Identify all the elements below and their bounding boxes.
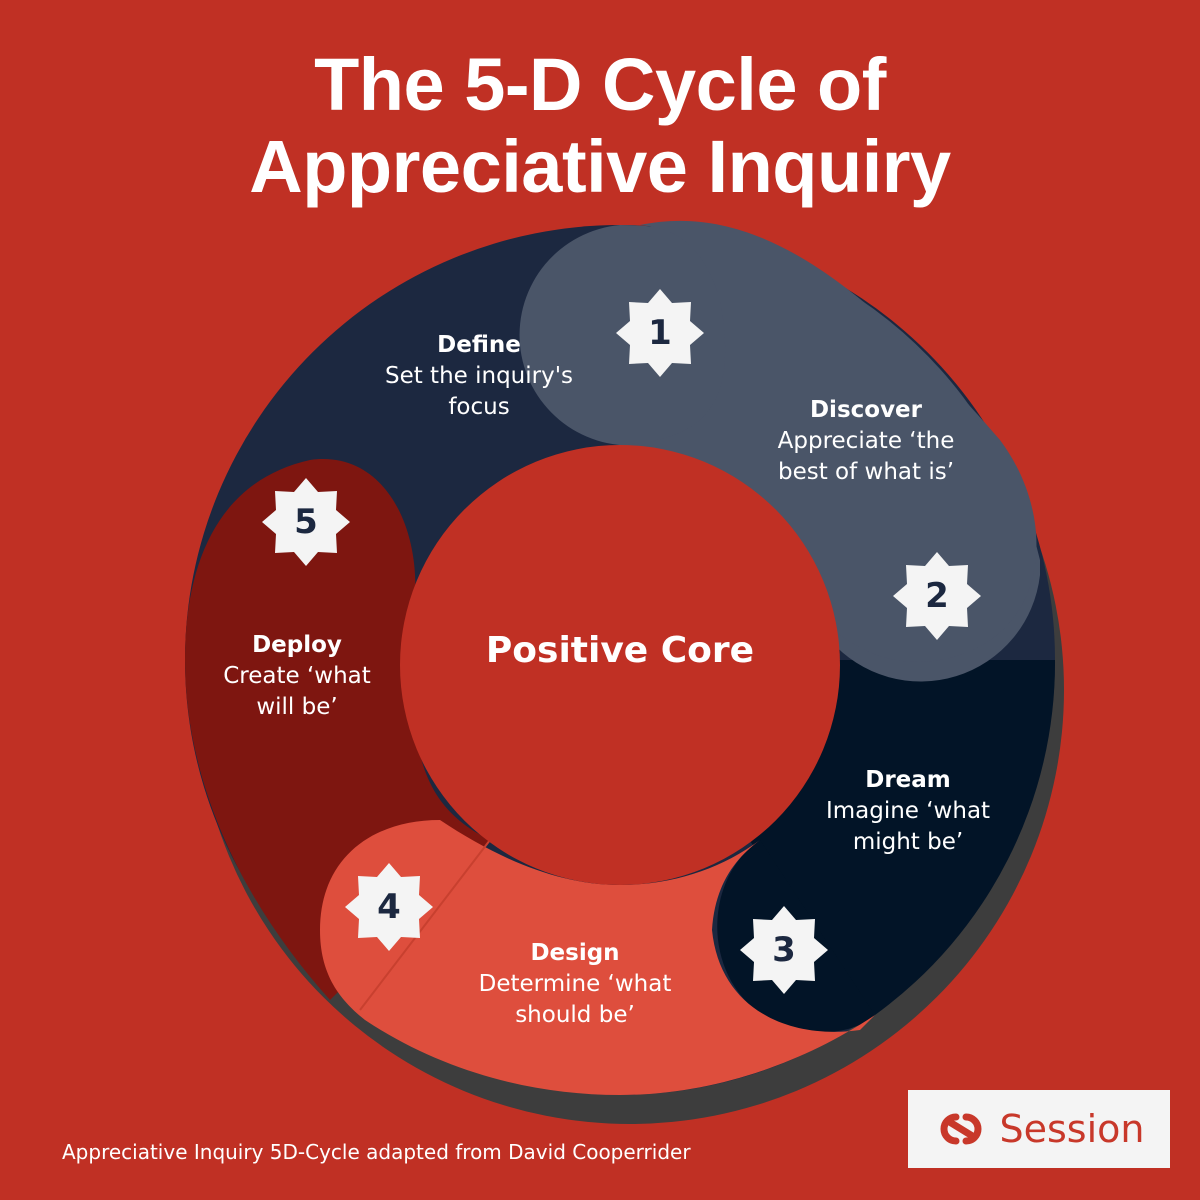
stage-discover-description: Appreciate ‘the best of what is’ (777, 428, 955, 485)
segment-design (320, 820, 875, 1095)
badges (262, 289, 981, 994)
stage-define: Define Set the inquiry's focus (359, 330, 599, 423)
stage-design-description: Determine ‘what should be’ (478, 971, 672, 1028)
badge-number-1: 1 (648, 313, 672, 353)
stage-define-name: Define (437, 332, 521, 358)
stage-dream-description: Imagine ‘what might be’ (825, 798, 991, 855)
badge-1 (616, 289, 704, 377)
positive-core-circle (400, 445, 840, 885)
badge-number-4: 4 (377, 887, 401, 927)
segment-discover-fill (620, 220, 1037, 662)
seam-line (359, 839, 491, 1011)
badge-3 (740, 906, 828, 994)
title-line-1: The 5-D Cycle of (314, 43, 886, 126)
badge-4 (345, 863, 433, 951)
stage-discover-name: Discover (809, 397, 923, 423)
title-line-2: Appreciative Inquiry (249, 125, 951, 208)
badge-5 (262, 478, 350, 566)
badge-number-5: 5 (294, 502, 318, 542)
stage-dream: Dream Imagine ‘what might be’ (818, 765, 998, 858)
stage-deploy-description: Create ‘what will be’ (223, 663, 371, 720)
session-logo-icon (940, 1113, 981, 1145)
stage-deploy: Deploy Create ‘what will be’ (202, 630, 392, 723)
badge-number-2: 2 (925, 576, 949, 616)
stage-discover: Discover Appreciate ‘the best of what is… (756, 395, 976, 488)
source-caption: Appreciative Inquiry 5D-Cycle adapted fr… (62, 1140, 691, 1164)
badge-2 (893, 552, 981, 640)
stage-dream-name: Dream (865, 767, 951, 793)
session-logo-text: Session (999, 1107, 1145, 1151)
badge-number-3: 3 (772, 930, 796, 970)
session-logo: Session (908, 1090, 1170, 1168)
page-title: The 5-D Cycle of Appreciative Inquiry (0, 44, 1200, 208)
stage-define-description: Set the inquiry's focus (384, 363, 574, 420)
stage-deploy-name: Deploy (252, 632, 342, 658)
stage-design-name: Design (530, 940, 620, 966)
stage-design: Design Determine ‘what should be’ (455, 938, 695, 1031)
positive-core-label: Positive Core (485, 630, 755, 671)
